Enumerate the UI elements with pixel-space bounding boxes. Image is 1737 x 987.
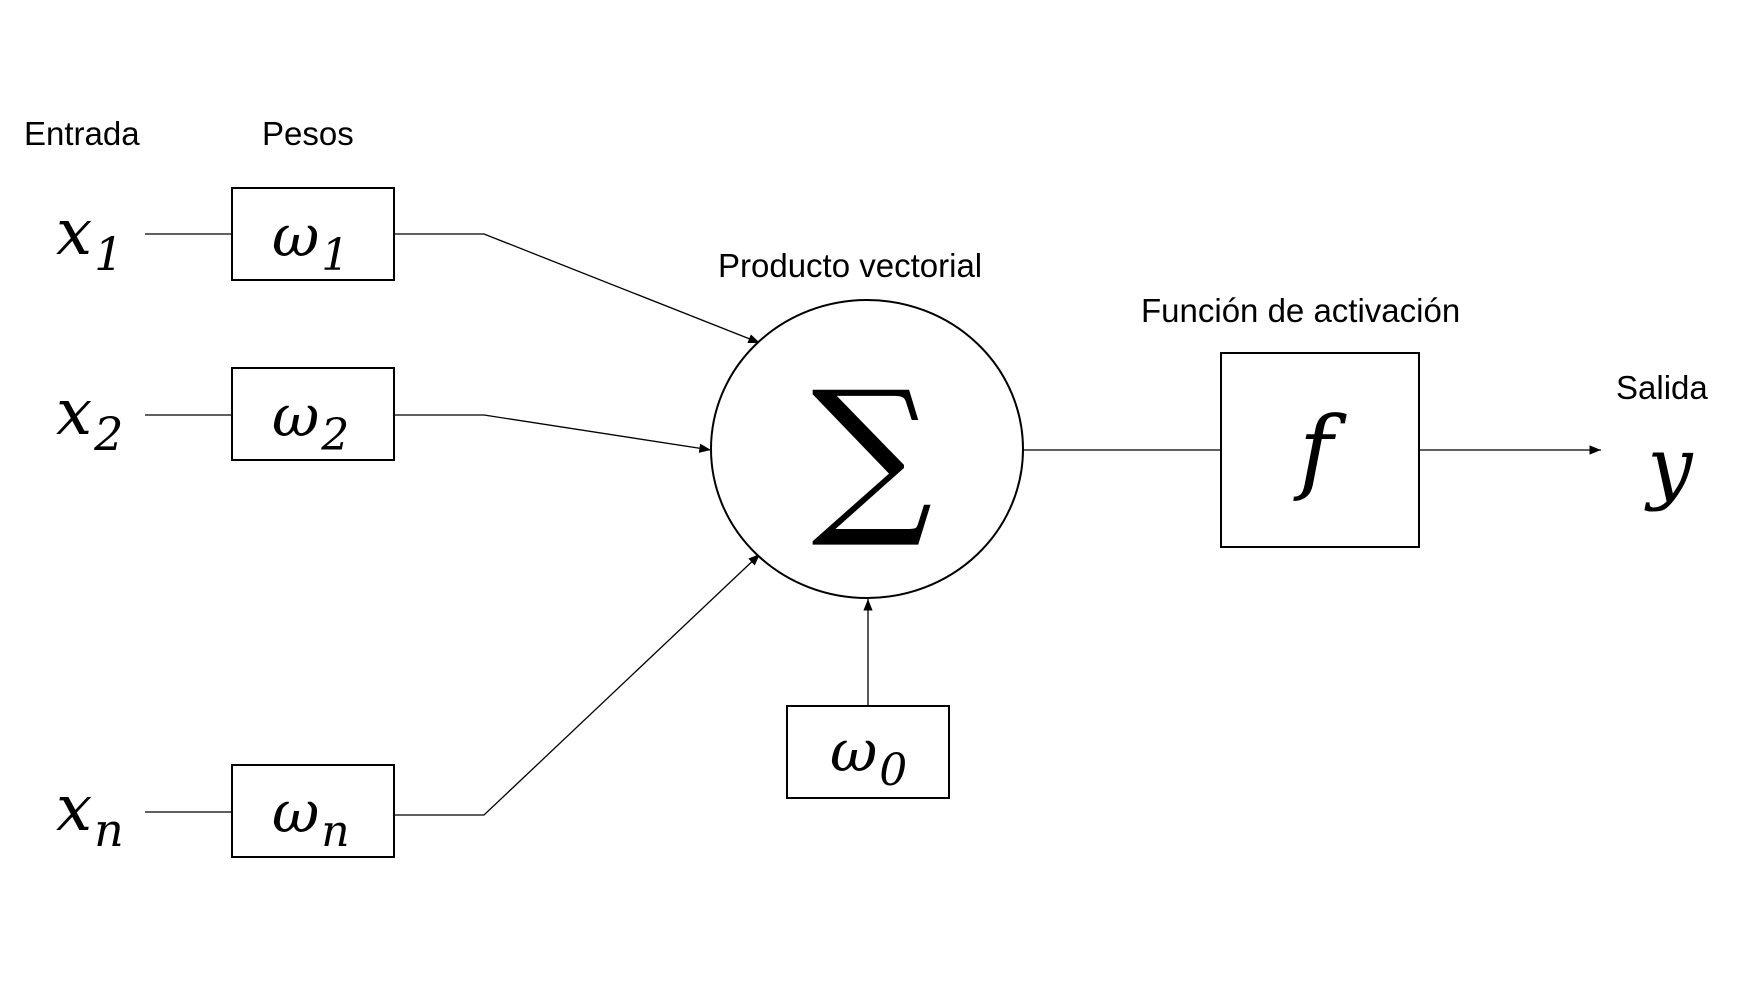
weight-box-2 <box>231 367 395 461</box>
bias-group: ω0 <box>786 599 950 799</box>
summation-node <box>710 299 1024 599</box>
input-header: Entrada <box>24 115 140 152</box>
activation-label: Función de activación <box>1141 292 1460 329</box>
weight-symbol-w1: ω1 <box>272 202 349 281</box>
weighted-connection-1 <box>394 233 761 344</box>
output-symbol: y <box>1644 420 1694 513</box>
input-row-1: x1 ω1 <box>56 187 761 344</box>
output-label: Salida <box>1616 369 1708 406</box>
input-row-n: xn ωn <box>56 553 761 858</box>
bias-symbol-w0: ω0 <box>830 717 907 796</box>
weighted-connection-2 <box>394 414 712 453</box>
dot-product-label: Producto vectorial <box>718 247 982 284</box>
activation-box <box>1220 352 1420 548</box>
weight-symbol-w2: ω2 <box>272 382 349 461</box>
input-symbol-xn: xn <box>56 772 124 857</box>
input-row-2: x2 ω2 <box>56 367 712 461</box>
weight-symbol-wn: ωn <box>272 778 350 857</box>
summation-symbol: ∑ <box>811 355 932 553</box>
input-symbol-x2: x2 <box>56 376 123 461</box>
weights-header: Pesos <box>262 115 354 152</box>
input-symbol-x1: x1 <box>56 196 123 281</box>
weighted-connection-n <box>394 553 761 816</box>
weight-box-n <box>231 764 395 858</box>
